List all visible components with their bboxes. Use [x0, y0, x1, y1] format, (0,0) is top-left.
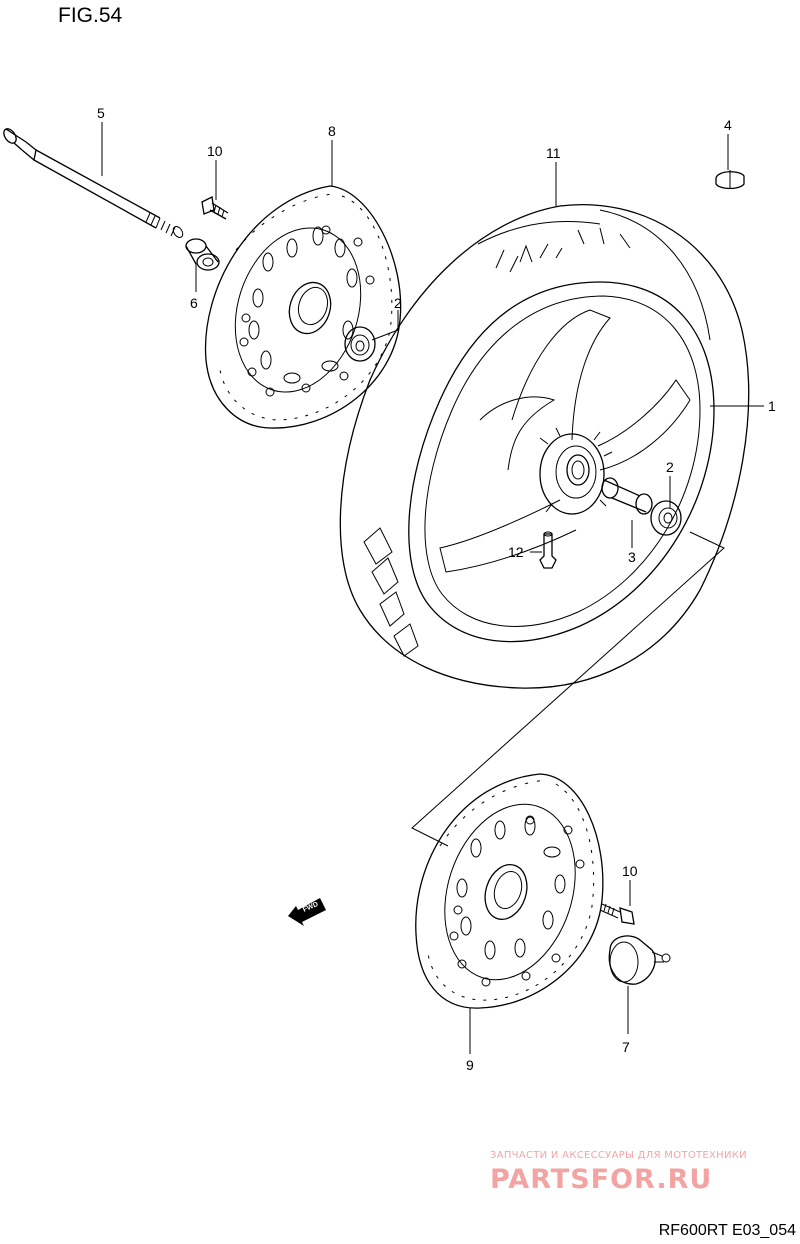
callout-5: 5 — [97, 105, 105, 121]
callout-10-top: 10 — [207, 143, 223, 159]
callout-6: 6 — [190, 295, 198, 311]
brake-disc-lower[interactable] — [415, 773, 604, 1009]
tire-valve[interactable] — [539, 531, 557, 569]
callout-12: 12 — [508, 544, 524, 560]
disc-bolt-lower[interactable] — [599, 903, 635, 925]
axle-shaft[interactable] — [1, 127, 184, 240]
bearing-lower[interactable] — [650, 500, 682, 536]
assembly-guide-line — [411, 531, 725, 847]
callout-4: 4 — [724, 117, 732, 133]
axle-spacer[interactable] — [185, 238, 220, 271]
callout-11: 11 — [546, 145, 561, 161]
watermark-tagline: ЗАПЧАСТИ И АКСЕССУАРЫ ДЛЯ МОТОТЕХНИКИ — [490, 1150, 747, 1161]
wheel-rim[interactable] — [408, 281, 715, 643]
callout-2-lower: 2 — [666, 459, 674, 475]
figure-code: RF600RT E03_054 — [658, 1222, 796, 1239]
callout-1: 1 — [768, 398, 776, 414]
watermark-logo: PARTSFOR.RU — [490, 1164, 713, 1195]
bearing-upper[interactable] — [344, 326, 376, 362]
brake-disc-upper[interactable] — [204, 185, 402, 429]
forward-direction-badge: FWD — [288, 898, 326, 926]
callout-2-upper: 2 — [394, 295, 402, 311]
callout-8: 8 — [328, 123, 336, 139]
figure-title: FIG.54 — [58, 4, 123, 27]
valve-cap[interactable] — [715, 170, 745, 190]
leader-lines — [101, 122, 764, 1054]
callout-9: 9 — [466, 1057, 474, 1073]
disc-bolt-top[interactable] — [201, 196, 229, 220]
callout-7: 7 — [622, 1039, 630, 1055]
callout-10-lower: 10 — [622, 863, 638, 879]
center-spacer[interactable] — [601, 477, 653, 515]
callout-3: 3 — [628, 549, 636, 565]
speedometer-gearbox[interactable] — [608, 935, 671, 985]
tire[interactable] — [339, 204, 750, 689]
